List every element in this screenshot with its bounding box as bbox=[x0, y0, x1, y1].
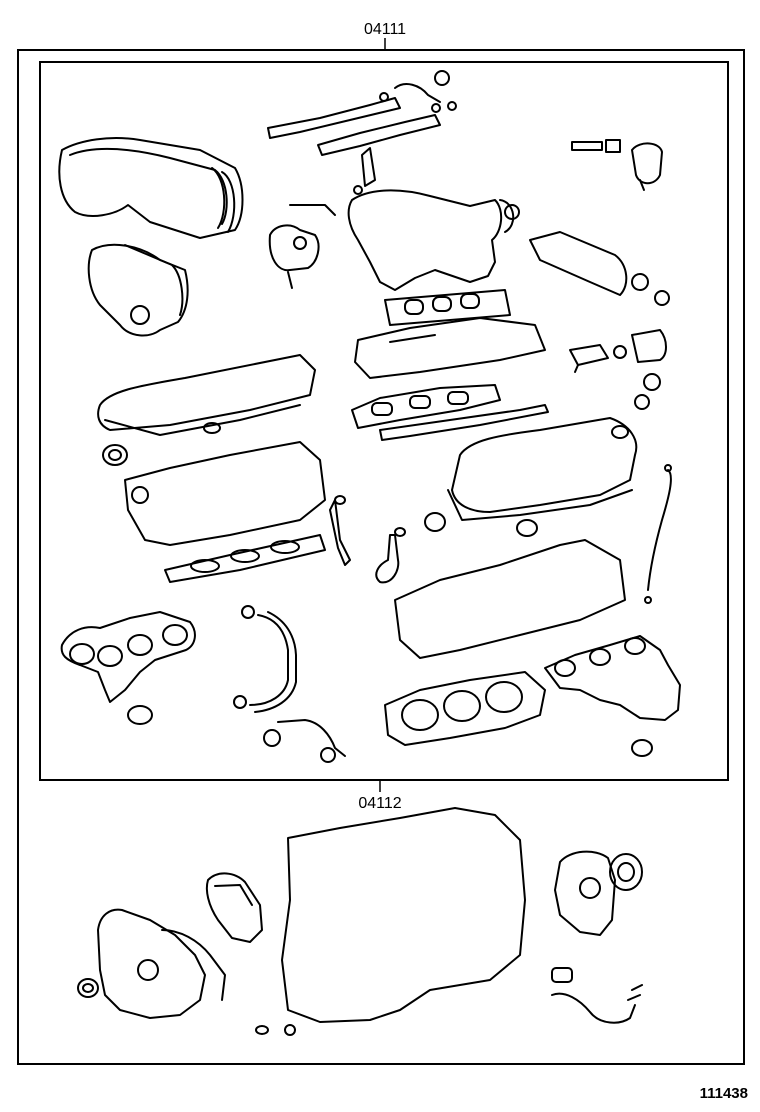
oil-pan-gasket bbox=[281, 807, 526, 1023]
exhaust-manifold-right bbox=[544, 635, 681, 757]
valve-stem-seal bbox=[329, 495, 406, 584]
cylinder-head-gasket bbox=[384, 671, 546, 746]
exhaust-manifold-gasket-left bbox=[164, 534, 326, 583]
exhaust-manifold-left bbox=[60, 611, 196, 725]
upper-kit-code: 04111 bbox=[364, 21, 406, 38]
oil-seal-right bbox=[424, 512, 538, 537]
outer-frame bbox=[17, 49, 745, 1065]
oil-strainer-gasket bbox=[551, 967, 643, 1024]
oil-seal-left bbox=[102, 444, 128, 466]
head-cover-gasket-right bbox=[447, 417, 638, 521]
timing-belt-cover-gasket bbox=[58, 137, 244, 239]
front-seal-lower bbox=[77, 978, 99, 998]
cylinder-head-side-gasket-left bbox=[124, 441, 326, 546]
intake-plenum-gasket bbox=[347, 189, 520, 291]
water-bypass-gasket bbox=[569, 329, 667, 410]
timing-chain-cover-gasket bbox=[97, 908, 226, 1019]
injector-seal bbox=[353, 147, 376, 195]
drain-plug-gasket bbox=[255, 1024, 296, 1036]
cylinder-head-side-gasket-right bbox=[394, 539, 626, 659]
bracket-gasket bbox=[268, 204, 336, 289]
lower-kit-code: 04112 bbox=[358, 795, 401, 812]
intake-manifold-lower-gasket bbox=[354, 317, 546, 379]
water-pump-gasket bbox=[205, 872, 263, 943]
intake-manifold-gasket bbox=[384, 289, 511, 326]
illustration-number: 111438 bbox=[700, 1085, 748, 1102]
plenum-spacer-gasket bbox=[351, 384, 549, 441]
sensor-seal-set bbox=[571, 139, 663, 191]
rear-seal-retainer-gasket bbox=[554, 850, 643, 936]
timing-cover-gasket bbox=[87, 243, 189, 337]
head-cover-gasket-left bbox=[97, 354, 316, 436]
fuel-rail-gasket bbox=[267, 70, 457, 156]
dipstick-tube-gasket bbox=[644, 464, 672, 604]
intake-duct-gasket bbox=[529, 231, 670, 306]
coolant-pipe-gasket bbox=[233, 605, 297, 713]
upper-kit-frame bbox=[39, 61, 729, 781]
water-outlet-gasket bbox=[263, 719, 346, 763]
